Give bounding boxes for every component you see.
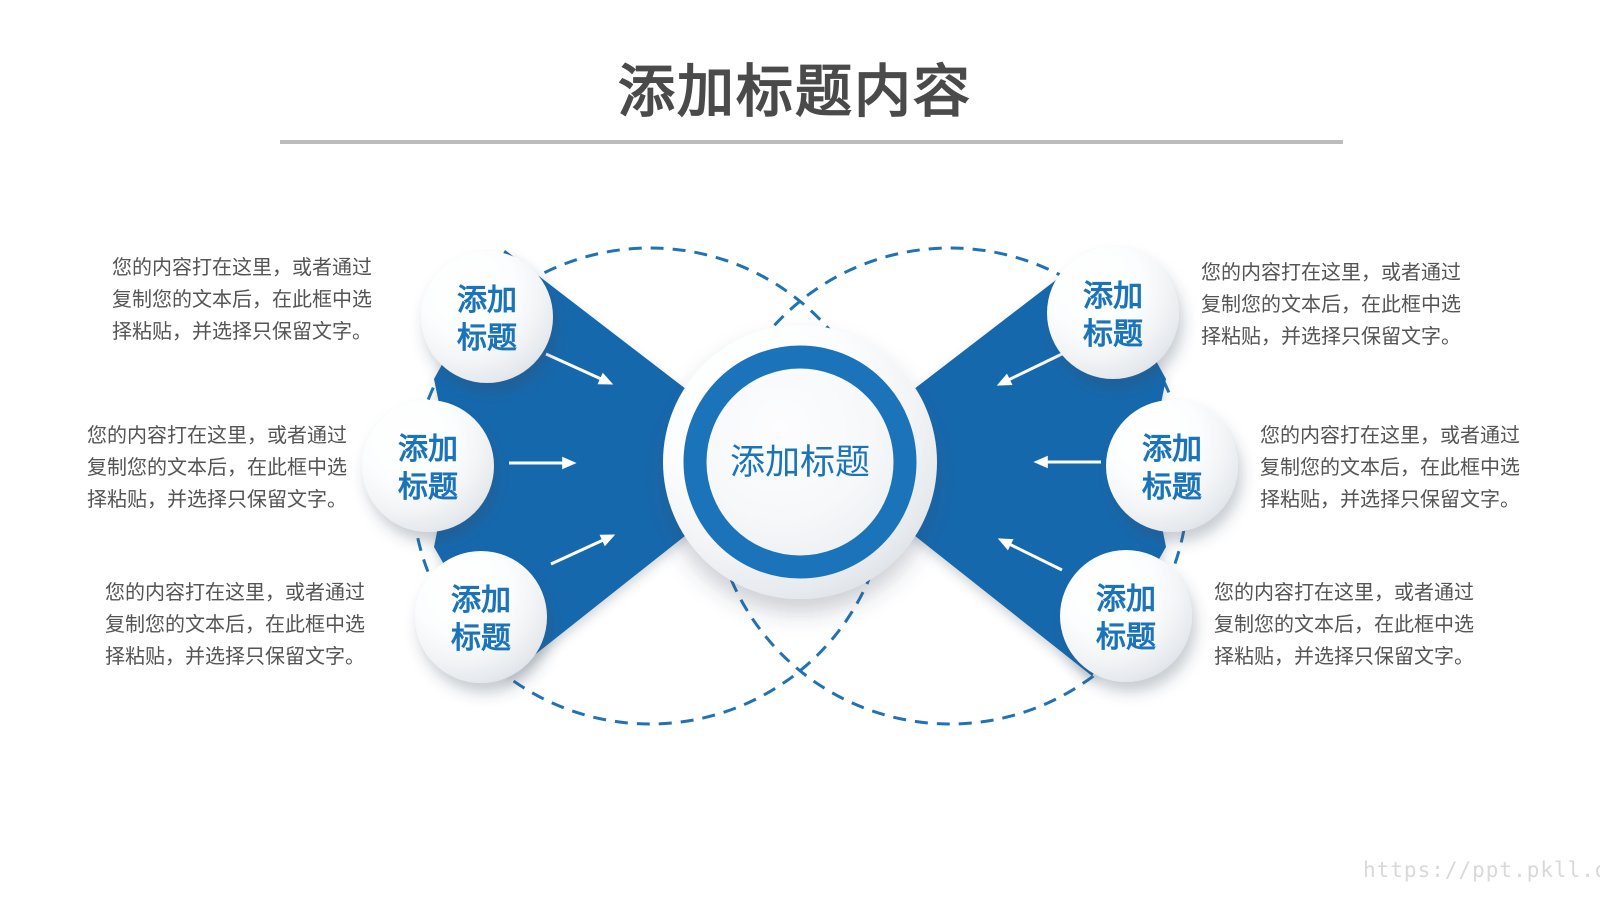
text-line: 您的内容打在这里，或者通过	[87, 425, 347, 447]
node-label-line2: 标题	[1142, 471, 1202, 504]
text-block-left-middle: 您的内容打在这里，或者通过 复制您的文本后，在此框中选 择粘贴，并选择只保留文字…	[87, 420, 347, 516]
center-node: 添加标题	[663, 325, 937, 599]
title-divider	[280, 140, 1343, 144]
node-circle	[1060, 550, 1192, 682]
node-label-line1: 添加	[1142, 433, 1202, 466]
arrow-right-bottom	[997, 538, 1063, 572]
text-block-right-middle: 您的内容打在这里，或者通过 复制您的文本后，在此框中选 择粘贴，并选择只保留文字…	[1260, 420, 1520, 516]
node-label-line1: 添加	[451, 584, 511, 617]
page-title: 添加标题内容	[618, 60, 972, 124]
text-line: 复制您的文本后，在此框中选	[1260, 457, 1520, 479]
arrow-left-bottom	[550, 534, 616, 566]
text-line: 择粘贴，并选择只保留文字。	[1201, 326, 1461, 348]
text-line: 复制您的文本后，在此框中选	[1201, 294, 1461, 316]
node-label-line2: 标题	[451, 622, 511, 655]
node-label-line1: 添加	[457, 284, 517, 317]
text-line: 复制您的文本后，在此框中选	[105, 614, 365, 636]
node-right-bottom: 添加 标题	[1060, 550, 1192, 682]
text-block-right-bottom: 您的内容打在这里，或者通过 复制您的文本后，在此框中选 择粘贴，并选择只保留文字…	[1214, 577, 1474, 673]
node-label-line2: 标题	[457, 322, 517, 355]
node-label-line1: 添加	[1083, 280, 1143, 313]
node-circle	[1047, 247, 1179, 379]
node-left-top: 添加 标题	[421, 251, 553, 383]
text-line: 您的内容打在这里，或者通过	[112, 257, 372, 279]
node-left-middle: 添加 标题	[362, 400, 494, 532]
center-node-core	[705, 367, 895, 557]
node-circle	[362, 400, 494, 532]
text-block-right-top: 您的内容打在这里，或者通过 复制您的文本后，在此框中选 择粘贴，并选择只保留文字…	[1201, 257, 1461, 353]
text-block-left-top: 您的内容打在这里，或者通过 复制您的文本后，在此框中选 择粘贴，并选择只保留文字…	[112, 252, 372, 348]
node-left-bottom: 添加 标题	[415, 551, 547, 683]
node-circle	[1106, 400, 1238, 532]
node-circle	[415, 551, 547, 683]
node-label-line1: 添加	[1096, 583, 1156, 616]
node-right-middle: 添加 标题	[1106, 400, 1238, 532]
text-line: 择粘贴，并选择只保留文字。	[112, 321, 372, 343]
center-node-label: 添加标题	[730, 443, 870, 482]
text-line: 择粘贴，并选择只保留文字。	[105, 646, 365, 668]
text-line: 择粘贴，并选择只保留文字。	[87, 489, 347, 511]
text-line: 您的内容打在这里，或者通过	[1260, 425, 1520, 447]
text-line: 您的内容打在这里，或者通过	[105, 582, 365, 604]
arrow-left-top	[545, 352, 614, 385]
node-label-line2: 标题	[1096, 621, 1156, 654]
text-line: 择粘贴，并选择只保留文字。	[1214, 646, 1474, 668]
text-line: 您的内容打在这里，或者通过	[1214, 582, 1474, 604]
node-label-line2: 标题	[1083, 318, 1143, 351]
center-node-ring	[683, 345, 917, 579]
node-label-line1: 添加	[398, 433, 458, 466]
text-block-left-bottom: 您的内容打在这里，或者通过 复制您的文本后，在此框中选 择粘贴，并选择只保留文字…	[105, 577, 365, 673]
arrow-right-top	[996, 351, 1065, 386]
node-right-top: 添加 标题	[1047, 247, 1179, 379]
text-line: 复制您的文本后，在此框中选	[112, 289, 372, 311]
text-line: 复制您的文本后，在此框中选	[87, 457, 347, 479]
text-line: 择粘贴，并选择只保留文字。	[1260, 489, 1520, 511]
text-line: 复制您的文本后，在此框中选	[1214, 614, 1474, 636]
text-line: 您的内容打在这里，或者通过	[1201, 262, 1461, 284]
node-label-line2: 标题	[398, 471, 458, 504]
node-circle	[421, 251, 553, 383]
watermark-url: https://ppt.pkll.de	[1363, 858, 1600, 882]
flow-arrows	[509, 351, 1101, 572]
